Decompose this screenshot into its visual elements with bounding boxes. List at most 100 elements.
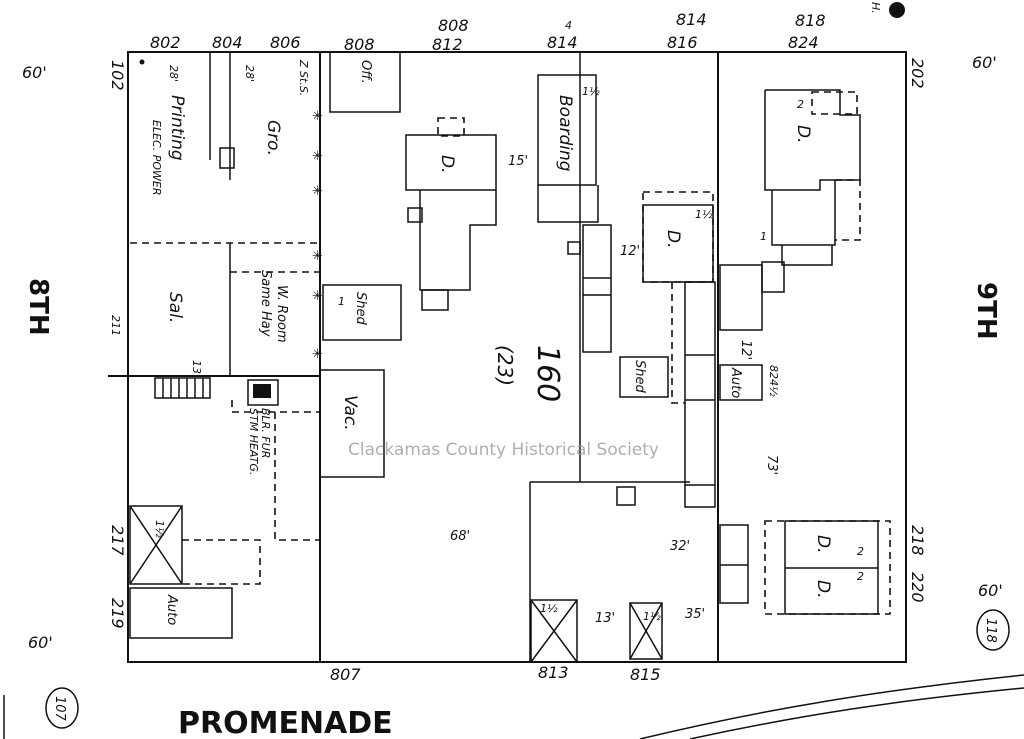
dimension-label: 28' bbox=[167, 65, 180, 82]
boiler-label: BLR. FUR bbox=[259, 408, 272, 458]
corner-mark: H. bbox=[869, 2, 882, 14]
elec-power-label: ELEC. POWER bbox=[150, 120, 163, 195]
shed-label: Shed bbox=[353, 292, 368, 325]
dimension-label: 32' bbox=[670, 539, 690, 554]
boarding-building: Boarding bbox=[537, 74, 612, 353]
stairs bbox=[154, 377, 211, 399]
dwelling-label-2: D. bbox=[663, 230, 683, 249]
story-mark: 2 bbox=[797, 98, 804, 111]
story-mark: 1 bbox=[338, 295, 345, 308]
corner-outbuildings: 1½ Auto bbox=[129, 505, 261, 639]
office-building: Off. bbox=[329, 51, 401, 113]
svg-text:808: 808 bbox=[344, 35, 375, 54]
same-hay-label: Same Hay bbox=[258, 270, 273, 337]
svg-text:824: 824 bbox=[788, 33, 819, 52]
printing-building: Printing ELEC. POWER Gro. Z St.S. bbox=[130, 52, 320, 244]
svg-text:✳: ✳ bbox=[312, 149, 323, 164]
svg-text:✳: ✳ bbox=[312, 184, 323, 199]
dimension-label: 13' bbox=[595, 611, 615, 626]
wall-symbols: ✳ ✳ ✳ ✳ ✳ ✳ bbox=[312, 109, 323, 362]
block-outline bbox=[108, 51, 907, 663]
bottom-outbuildings bbox=[530, 599, 663, 663]
svg-text:202: 202 bbox=[908, 58, 927, 89]
auto-label-2: Auto bbox=[728, 367, 743, 398]
circled-number-right: 118 bbox=[976, 609, 1010, 651]
dimensions: 68' 32' 35' 13' 73' 15' 12' 12' 13' 28' … bbox=[167, 65, 864, 626]
block-subnumber: (23) bbox=[493, 345, 517, 386]
svg-text:220: 220 bbox=[908, 572, 927, 603]
svg-text:813: 813 bbox=[538, 663, 569, 682]
svg-text:102: 102 bbox=[108, 60, 127, 91]
svg-text:1½: 1½ bbox=[153, 520, 166, 538]
street-promenade: PROMENADE bbox=[178, 706, 393, 739]
shed-label-2: Shed bbox=[632, 360, 647, 393]
railway-line bbox=[689, 687, 1024, 739]
svg-text:814: 814 bbox=[547, 33, 578, 52]
svg-text:211: 211 bbox=[109, 315, 122, 336]
bottom-addresses: 807 813 815 bbox=[330, 663, 661, 684]
printing-label: Printing bbox=[167, 95, 187, 161]
svg-text:✳: ✳ bbox=[312, 347, 323, 362]
steam-heating-label: STM HEATG. bbox=[247, 408, 260, 475]
street-width: 60' bbox=[22, 63, 47, 82]
story-mark: 1½ bbox=[582, 85, 600, 98]
top-addresses: 802 804 806 808 808 812 4 814 814 816 81… bbox=[150, 10, 826, 54]
dwelling-center-right: D. Shed bbox=[616, 191, 716, 508]
svg-text:816: 816 bbox=[667, 33, 698, 52]
boarding-label: Boarding bbox=[555, 95, 575, 172]
svg-text:804: 804 bbox=[212, 33, 243, 52]
svg-text:812: 812 bbox=[432, 35, 463, 54]
dwelling-label-4: D. bbox=[813, 535, 833, 554]
right-addresses: 202 218 220 bbox=[908, 58, 927, 603]
wareroom-label: W. Room bbox=[274, 285, 289, 343]
vacant-label: Vac. bbox=[340, 395, 360, 431]
office-label: Off. bbox=[358, 60, 373, 84]
grocery-label: Gro. bbox=[263, 120, 283, 156]
story-mark: 1 bbox=[760, 230, 767, 243]
vacant-building: Vac. bbox=[319, 369, 385, 478]
svg-text:814: 814 bbox=[676, 10, 707, 29]
block-number: 160 bbox=[530, 345, 565, 402]
dimension-label: 28' bbox=[243, 65, 256, 82]
dimension-label: 12' bbox=[738, 340, 753, 360]
dimension-label: 15' bbox=[508, 154, 528, 169]
circled-number-left: 107 bbox=[45, 687, 79, 729]
left-addresses: 102 211 217 219 bbox=[108, 60, 127, 629]
street-width: 60' bbox=[28, 633, 53, 652]
svg-text:✳: ✳ bbox=[312, 289, 323, 304]
svg-text:118: 118 bbox=[983, 618, 998, 643]
hydrant-icon bbox=[889, 2, 905, 18]
svg-text:808: 808 bbox=[438, 16, 469, 35]
story-mark: 2 bbox=[857, 570, 864, 583]
story-mark: 1½ bbox=[695, 208, 713, 221]
svg-text:✳: ✳ bbox=[312, 249, 323, 264]
dwelling-right-top: D. Auto 824½ bbox=[719, 89, 861, 401]
railway-line bbox=[639, 674, 1024, 739]
svg-text:807: 807 bbox=[330, 665, 361, 684]
dimension-label: 73' bbox=[764, 455, 779, 475]
story-mark: 1½ bbox=[643, 610, 661, 623]
dwelling-right-bottom: D. D. bbox=[719, 520, 891, 615]
dimension-label: 35' bbox=[685, 607, 705, 622]
dwelling-label-1: D. bbox=[437, 155, 457, 174]
saloon-label: Sal. bbox=[165, 292, 185, 323]
dwelling-middle: D. bbox=[405, 117, 497, 311]
svg-text:107: 107 bbox=[52, 696, 67, 722]
dimension-label: 12' bbox=[620, 244, 640, 259]
shed-building: Shed bbox=[322, 284, 402, 341]
svg-text:815: 815 bbox=[630, 665, 661, 684]
svg-text:802: 802 bbox=[150, 33, 181, 52]
svg-text:217: 217 bbox=[108, 525, 127, 556]
street-width: 60' bbox=[978, 581, 1003, 600]
store-code-label: Z St.S. bbox=[297, 59, 310, 96]
dwelling-label-3: D. bbox=[793, 125, 813, 144]
story-mark: 1½ bbox=[540, 602, 558, 615]
dimension-label: 68' bbox=[450, 529, 470, 544]
svg-text:818: 818 bbox=[795, 11, 826, 30]
story-mark: 2 bbox=[857, 545, 864, 558]
dimension-label: 13' bbox=[190, 360, 203, 377]
dwelling-label-5: D. bbox=[813, 580, 833, 599]
watermark: Clackamas County Historical Society bbox=[348, 440, 659, 460]
street-width: 60' bbox=[972, 53, 997, 72]
